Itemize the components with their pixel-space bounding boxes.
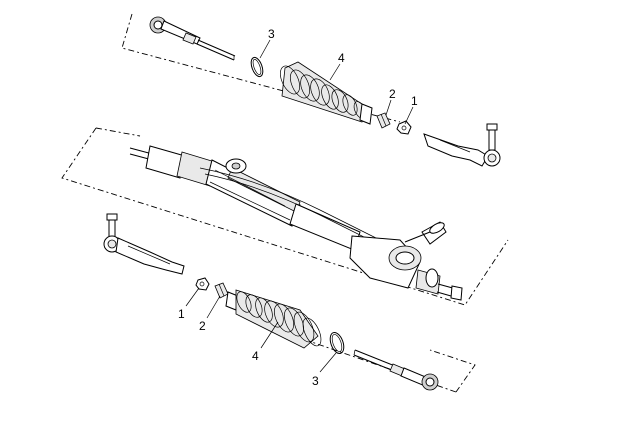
callout-1-bottom: 1 <box>178 307 185 321</box>
callout-3-top: 3 <box>268 27 275 41</box>
callout-3-bottom: 3 <box>312 374 319 388</box>
nut-top <box>396 120 412 135</box>
nut-sleeve-bottom <box>214 282 229 299</box>
nut-bottom <box>195 277 210 291</box>
callout-4-bottom: 4 <box>252 349 259 363</box>
inner-tie-rod-bottom <box>353 349 439 391</box>
rack-boot-bottom <box>225 289 322 349</box>
callout-1-top: 1 <box>411 94 418 108</box>
tie-rod-end-top <box>423 123 501 167</box>
inner-tie-rod-top <box>149 16 236 61</box>
callout-2-top: 2 <box>389 87 396 101</box>
boot-clip-top <box>250 56 264 78</box>
steering-rack-housing <box>129 145 463 301</box>
nut-sleeve-top <box>376 112 391 129</box>
callout-4-top: 4 <box>338 51 345 65</box>
tie-rod-end-bottom <box>103 213 185 275</box>
rack-boot-top <box>280 61 373 125</box>
callout-numbers: 3 4 2 1 1 2 4 3 <box>178 27 418 388</box>
callout-leaders <box>185 39 414 373</box>
boot-clip-bottom <box>329 331 345 355</box>
callout-2-bottom: 2 <box>199 319 206 333</box>
